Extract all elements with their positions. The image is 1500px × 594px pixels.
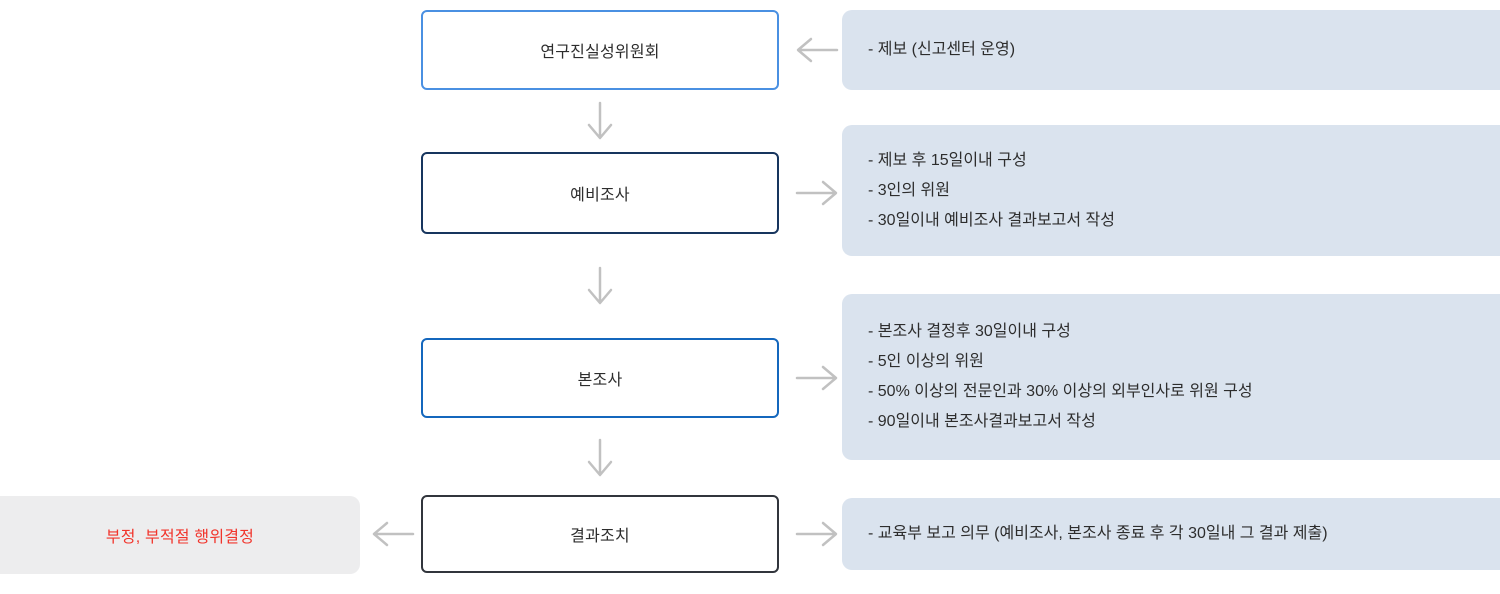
arrow-right-icon (795, 518, 839, 550)
note-box-ministry-report: - 교육부 보고 의무 (예비조사, 본조사 종료 후 각 30일내 그 결과 … (842, 498, 1500, 570)
note-line: - 교육부 보고 의무 (예비조사, 본조사 종료 후 각 30일내 그 결과 … (868, 525, 1328, 542)
flow-step-committee: 연구진실성위원회 (421, 10, 779, 90)
arrow-right-icon (795, 177, 839, 209)
arrow-down-icon (584, 438, 616, 478)
note-line: - 50% 이상의 전문인과 30% 이상의 외부인사로 위원 구성 (868, 383, 1253, 400)
note-box-preliminary: - 제보 후 15일이내 구성 - 3인의 위원 - 30일이내 예비조사 결과… (842, 125, 1500, 256)
result-decision-label: 부정, 부적절 행위결정 (105, 529, 255, 546)
arrow-down-icon (584, 101, 616, 141)
flow-step-committee-label: 연구진실성위원회 (540, 44, 660, 61)
result-decision-box: 부정, 부적절 행위결정 (0, 496, 360, 574)
flow-step-result-action: 결과조치 (421, 495, 779, 573)
note-line: - 5인 이상의 위원 (868, 353, 984, 370)
arrow-left-icon (371, 518, 415, 550)
flow-step-preliminary-label: 예비조사 (570, 187, 630, 204)
flow-step-main-investigation: 본조사 (421, 338, 779, 418)
note-line: - 90일이내 본조사결과보고서 작성 (868, 413, 1096, 430)
arrow-down-icon (584, 266, 616, 306)
arrow-left-icon (795, 34, 839, 66)
note-box-main: - 본조사 결정후 30일이내 구성 - 5인 이상의 위원 - 50% 이상의… (842, 294, 1500, 460)
arrow-right-icon (795, 362, 839, 394)
note-line: - 3인의 위원 (868, 181, 950, 199)
flow-step-result-label: 결과조치 (570, 528, 630, 545)
note-line: - 30일이내 예비조사 결과보고서 작성 (868, 211, 1115, 229)
note-line: - 본조사 결정후 30일이내 구성 (868, 323, 1071, 340)
note-box-report: - 제보 (신고센터 운영) (842, 10, 1500, 90)
note-line: - 제보 (신고센터 운영) (868, 41, 1016, 58)
flow-step-preliminary-investigation: 예비조사 (421, 152, 779, 234)
flow-step-main-label: 본조사 (577, 372, 623, 389)
note-line: - 제보 후 15일이내 구성 (868, 151, 1027, 169)
